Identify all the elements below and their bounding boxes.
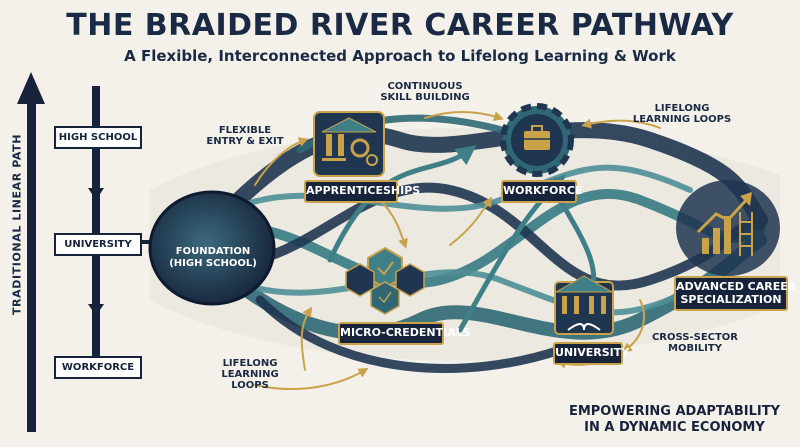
linear-step-workforce: WORKFORCE bbox=[54, 356, 142, 379]
node-advanced-career: ADVANCED CAREER / SPECIALIZATION bbox=[674, 276, 800, 312]
university-icon bbox=[554, 275, 614, 335]
node-apprenticeships: APPRENTICESHIPS bbox=[304, 180, 420, 203]
foundation-node bbox=[148, 190, 276, 306]
workforce-icon bbox=[500, 103, 574, 177]
page-title: THE BRAIDED RIVER CAREER PATHWAY bbox=[66, 8, 734, 43]
node-workforce: WORKFORCE bbox=[501, 180, 582, 203]
linear-step-university: UNIVERSITY bbox=[54, 233, 142, 256]
micro-credentials-icon bbox=[345, 246, 425, 315]
annotation-lifelong-bottom: LIFELONG LEARNING LOOPS bbox=[221, 358, 279, 391]
advanced-career-icon bbox=[676, 180, 780, 276]
linear-path-label: TRADITIONAL LINEAR PATH bbox=[10, 133, 24, 316]
annotation-continuous-skill: CONTINUOUS SKILL BUILDING bbox=[380, 81, 470, 103]
page-subtitle: A Flexible, Interconnected Approach to L… bbox=[124, 47, 676, 65]
footer-tagline: EMPOWERING ADAPTABILITY IN A DYNAMIC ECO… bbox=[568, 404, 780, 435]
annotation-cross-sector: CROSS-SECTOR MOBILITY bbox=[651, 332, 739, 354]
node-micro-credentials: MICRO-CREDENTIALS bbox=[338, 322, 471, 345]
annotation-flexible-entry: FLEXIBLE ENTRY & EXIT bbox=[206, 125, 284, 147]
annotation-lifelong-top: LIFELONG LEARNING LOOPS bbox=[632, 103, 732, 125]
foundation-label: FOUNDATION (HIGH SCHOOL) bbox=[169, 246, 257, 269]
node-university: UNIVERSITY bbox=[553, 342, 629, 365]
gold-flow-arrows bbox=[254, 111, 661, 391]
apprenticeships-icon bbox=[313, 111, 385, 177]
linear-step-high-school: HIGH SCHOOL bbox=[54, 126, 142, 149]
